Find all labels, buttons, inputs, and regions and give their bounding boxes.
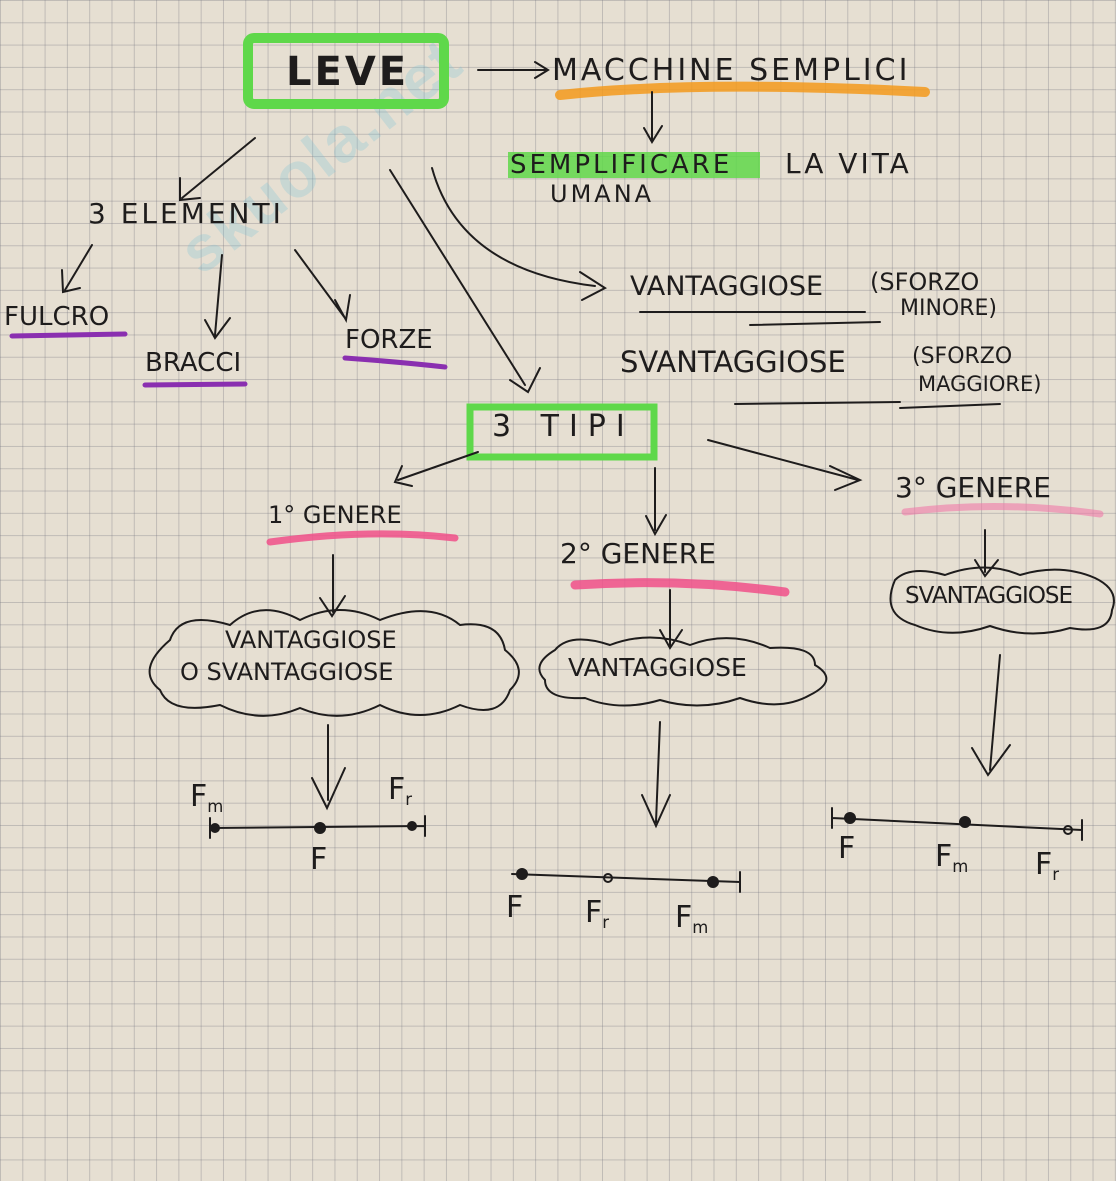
- lever2-fulcrum-point: [516, 868, 528, 880]
- la-vita: LA VITA: [785, 147, 912, 180]
- element-forze: FORZE: [345, 325, 433, 355]
- lever3-fulcrum-point: [844, 812, 856, 824]
- lever2-label-fr: Fr: [585, 895, 610, 932]
- cloud-2: [538, 636, 828, 707]
- element-bracci: BRACCI: [145, 348, 242, 378]
- lever3-resistance-point: [1063, 825, 1073, 835]
- arrow-genere3-cloud: [974, 529, 999, 578]
- lever3-label-fm: Fm: [935, 839, 969, 876]
- arrow-leve-vantaggiose: [431, 167, 607, 301]
- leve-box: [243, 33, 449, 109]
- svantaggiose-note-1: (SFORZO: [912, 344, 1013, 369]
- bracci-underline: [142, 381, 248, 388]
- lever-3: [831, 807, 1083, 841]
- lever3-effort-point: [959, 816, 971, 828]
- arrow-cloud1-lever: [311, 724, 346, 811]
- genere3-underline: [901, 502, 1104, 518]
- fulcro-underline: [9, 331, 128, 339]
- genere2-underline: [570, 578, 790, 597]
- lever-2: [511, 868, 741, 893]
- root-leve: LEVE: [286, 49, 410, 95]
- element-fulcro: FULCRO: [4, 302, 110, 332]
- lever-1: [209, 815, 426, 839]
- genere-2: 2° GENERE: [560, 537, 716, 570]
- forze-underline: [342, 355, 448, 370]
- arrow-elementi-forze: [294, 249, 351, 324]
- arrow-tipi-genere1: [393, 451, 479, 487]
- lever1-effort-point: [210, 823, 220, 833]
- genere1-underline: [266, 530, 459, 546]
- semplificare-highlight: [508, 152, 760, 178]
- lever2-label-f: F: [506, 890, 524, 925]
- arrow-elementi-fulcro: [61, 244, 93, 294]
- elementi-title: 3 ELEMENTI: [88, 197, 284, 230]
- lever1-label-f: F: [310, 842, 328, 877]
- genere-3: 3° GENERE: [895, 471, 1051, 504]
- lever1-resistance-point: [407, 821, 417, 831]
- lever3-label-f: F: [838, 831, 856, 866]
- svantaggiose-underline: [734, 401, 1001, 409]
- cloud-3-line-1: SVANTAGGIOSE: [905, 583, 1073, 609]
- arrow-leve-elementi: [179, 137, 256, 202]
- lever1-label-fm: Fm: [190, 779, 224, 816]
- arrow-elementi-bracci: [204, 254, 231, 340]
- macchine-semplici: MACCHINE SEMPLICI: [552, 53, 911, 88]
- cloud-1-line-1: VANTAGGIOSE: [225, 626, 397, 654]
- cloud-1-line-2: O SVANTAGGIOSE: [180, 658, 394, 686]
- vantaggiose-note-2: MINORE): [900, 296, 998, 321]
- arrow-leve-macchine: [477, 61, 550, 79]
- cloud-1: [148, 609, 520, 717]
- arrow-tipi-genere2: [645, 467, 667, 537]
- semplificare: SEMPLIFICARE: [510, 150, 733, 180]
- arrow-leve-tipi: [389, 169, 541, 394]
- lever2-effort-point: [707, 876, 719, 888]
- cloud-2-line-1: VANTAGGIOSE: [568, 653, 747, 682]
- tipi-title: 3 TIPI: [492, 409, 635, 444]
- arrow-tipi-genere3: [707, 439, 863, 491]
- umana: UMANA: [550, 180, 655, 208]
- genere-1: 1° GENERE: [268, 501, 402, 529]
- arrow-cloud2-lever: [641, 721, 671, 829]
- arrow-genere1-cloud: [319, 554, 346, 618]
- svantaggiose-note-2: MAGGIORE): [918, 372, 1042, 396]
- lever2-resistance-point: [603, 873, 613, 883]
- lever1-fulcrum-point: [314, 822, 326, 834]
- cloud-3: [889, 566, 1115, 635]
- vantaggiose-underline: [639, 311, 881, 326]
- lever3-label-fr: Fr: [1035, 847, 1060, 884]
- arrow-cloud3-lever: [971, 654, 1011, 777]
- tipi-box: [466, 403, 658, 461]
- lever1-label-fr: Fr: [388, 772, 413, 809]
- vantaggiose-note-1: (SFORZO: [870, 268, 980, 296]
- macchine-underline: [555, 81, 930, 100]
- vantaggiose-label: VANTAGGIOSE: [630, 271, 824, 302]
- lever2-label-fm: Fm: [675, 900, 709, 937]
- arrow-genere2-cloud: [659, 589, 683, 650]
- svantaggiose-label: SVANTAGGIOSE: [620, 345, 846, 379]
- arrow-macchine-semplificare: [643, 91, 663, 144]
